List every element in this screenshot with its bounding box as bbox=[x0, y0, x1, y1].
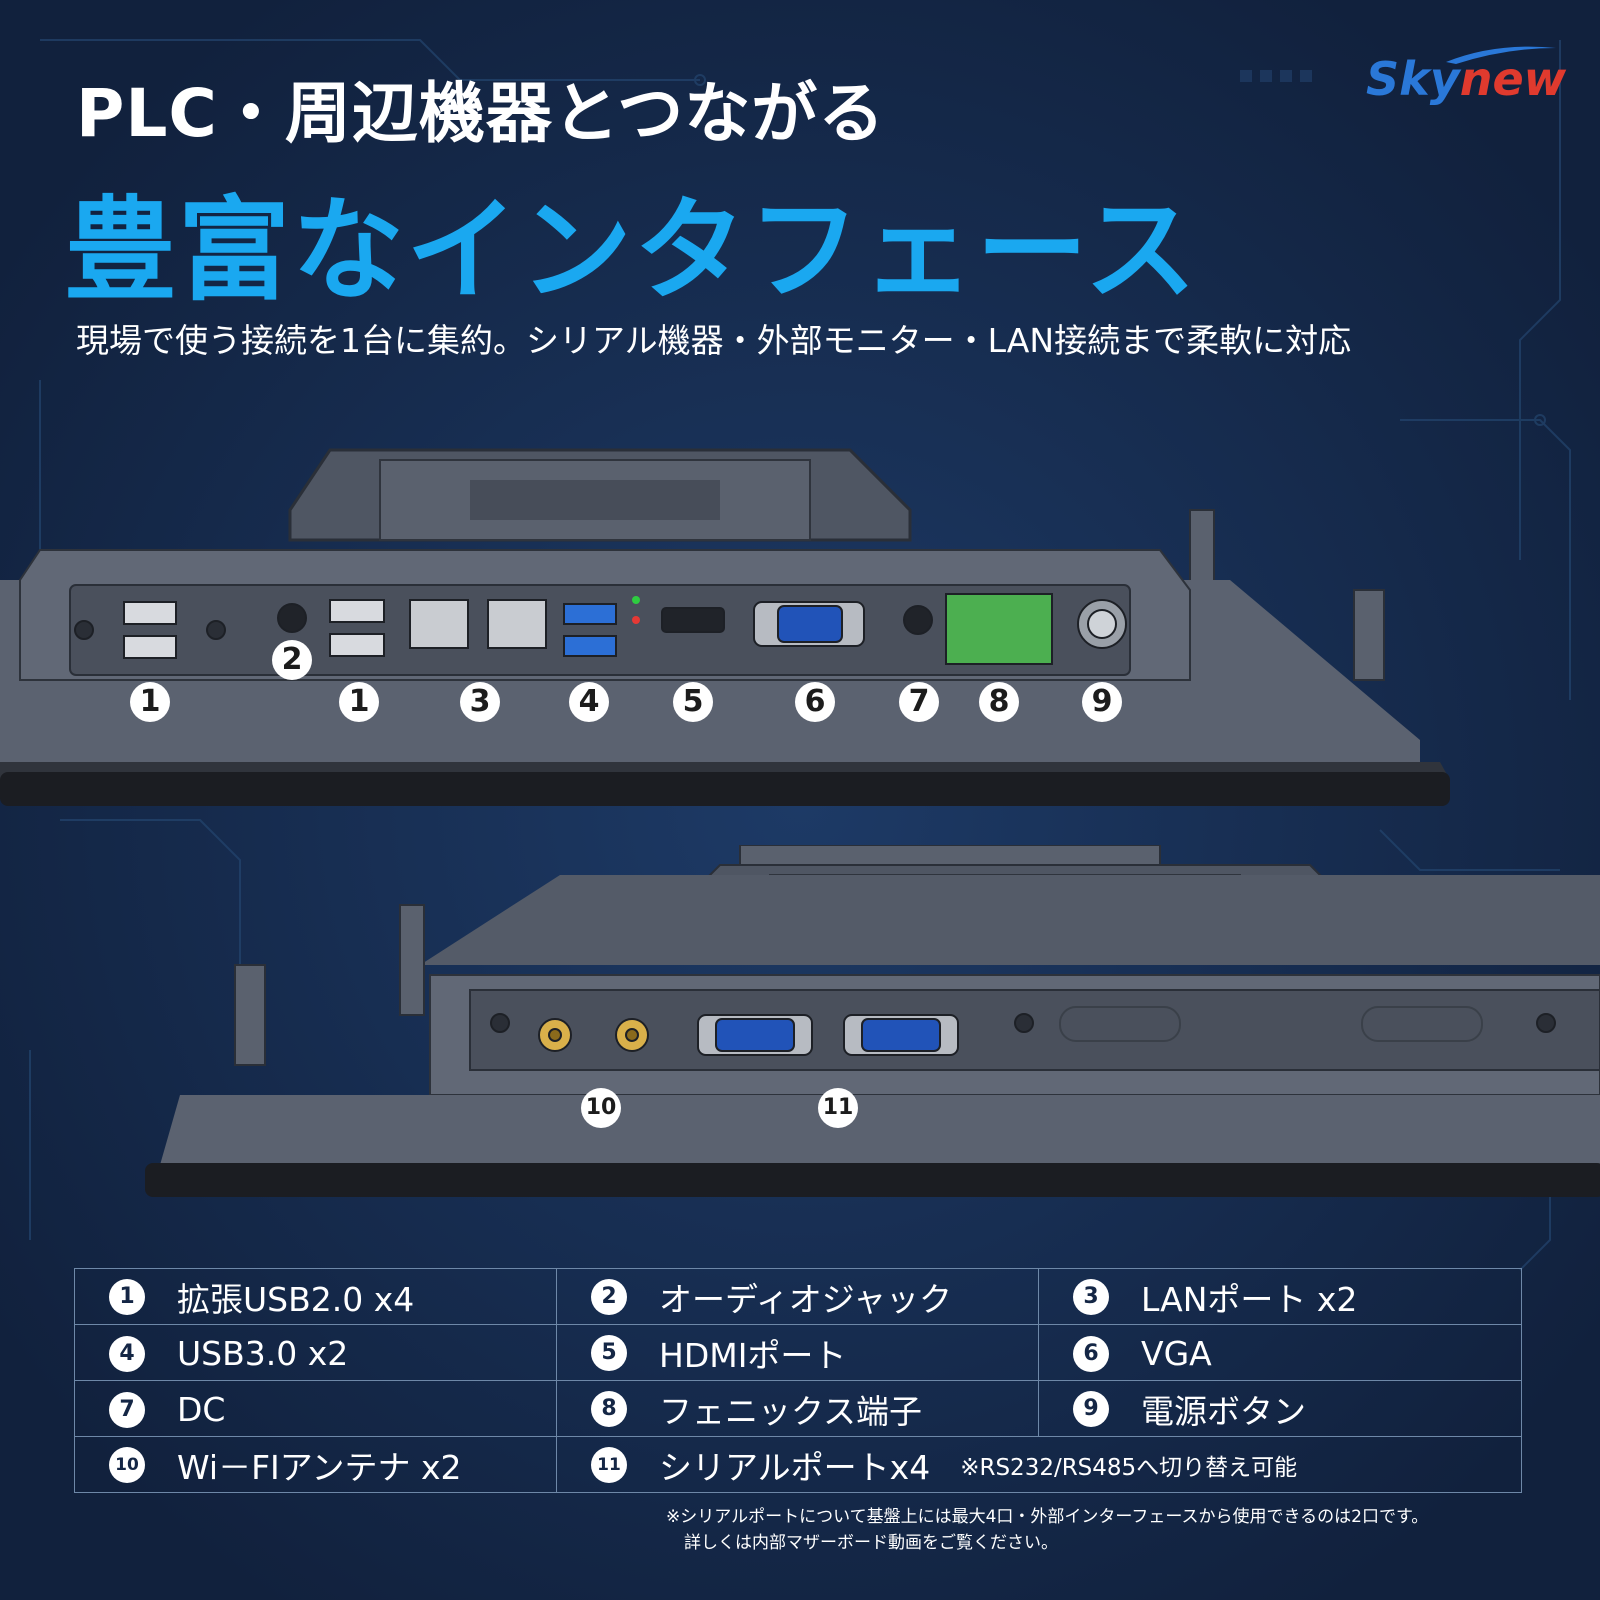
spec-table: 1 拡張USB2.0 x4 2 オーディオジャック 3 LANポート x2 4 USB3… bbox=[74, 1268, 1522, 1493]
headline-subline: 現場で使う接続を1台に集約。シリアル機器・外部モニター・LAN接続まで柔軟に対応 bbox=[76, 321, 1352, 360]
spec-cell: 2 オーディオジャック bbox=[556, 1268, 1039, 1325]
spec-label: LANポート x2 bbox=[1141, 1279, 1358, 1319]
callout-1a: 1 bbox=[130, 682, 170, 722]
spec-number-badge: 8 bbox=[591, 1390, 627, 1427]
headline-line1: PLC・周辺機器とつながる bbox=[76, 75, 886, 152]
callout-5: 5 bbox=[673, 682, 713, 722]
spec-label: USB3.0 x2 bbox=[177, 1334, 349, 1373]
table-row: 1 拡張USB2.0 x4 2 オーディオジャック 3 LANポート x2 bbox=[74, 1268, 1522, 1325]
skynew-logo: Skynew bbox=[1366, 44, 1566, 114]
spec-label: VGA bbox=[1141, 1334, 1212, 1373]
spec-cell: 8 フェニックス端子 bbox=[556, 1380, 1039, 1437]
spec-note: ※RS232/RS485へ切り替え可能 bbox=[960, 1454, 1298, 1481]
spec-number-badge: 4 bbox=[109, 1335, 145, 1372]
spec-cell: 10 Wi－FIアンテナ x2 bbox=[74, 1436, 557, 1493]
spec-label: フェニックス端子 bbox=[659, 1391, 923, 1431]
spec-label: DC bbox=[177, 1390, 226, 1429]
callout-11: 11 bbox=[818, 1088, 858, 1128]
callout-4: 4 bbox=[569, 682, 609, 722]
device-top-image bbox=[0, 448, 1450, 806]
spec-label: Wi－FIアンテナ x2 bbox=[177, 1447, 462, 1487]
spec-label: シリアルポートx4 bbox=[659, 1447, 931, 1487]
footnote-line2: 詳しくは内部マザーボード動画をご覧ください。 bbox=[684, 1533, 1058, 1553]
callout-8: 8 bbox=[979, 682, 1019, 722]
callout-9: 9 bbox=[1082, 682, 1122, 722]
callout-3: 3 bbox=[460, 682, 500, 722]
table-row: 4 USB3.0 x2 5 HDMIポート 6 VGA bbox=[74, 1324, 1522, 1381]
spec-number-badge: 11 bbox=[591, 1446, 627, 1483]
spec-number-badge: 5 bbox=[591, 1334, 627, 1371]
spec-label: 電源ボタン bbox=[1141, 1391, 1306, 1431]
spec-number-badge: 9 bbox=[1073, 1390, 1109, 1427]
logo-text: Skynew bbox=[1366, 52, 1567, 106]
spec-cell: 6 VGA bbox=[1038, 1324, 1522, 1381]
spec-label: オーディオジャック bbox=[659, 1279, 953, 1319]
spec-cell: 11 シリアルポートx4 ※RS232/RS485へ切り替え可能 bbox=[556, 1436, 1522, 1493]
headline-line2: 豊富なインタフェース bbox=[64, 186, 1199, 316]
spec-number-badge: 3 bbox=[1073, 1278, 1109, 1315]
spec-cell: 7 DC bbox=[74, 1380, 557, 1437]
spec-cell: 9 電源ボタン bbox=[1038, 1380, 1522, 1437]
spec-cell: 3 LANポート x2 bbox=[1038, 1268, 1522, 1325]
spec-number-badge: 7 bbox=[109, 1391, 145, 1428]
callout-6: 6 bbox=[795, 682, 835, 722]
spec-number-badge: 2 bbox=[591, 1278, 627, 1315]
spec-cell: 1 拡張USB2.0 x4 bbox=[74, 1268, 557, 1325]
footnote-line1: ※シリアルポートについて基盤上には最大4口・外部インターフェースから使用できるの… bbox=[666, 1507, 1429, 1527]
callout-10: 10 bbox=[581, 1088, 621, 1128]
spec-label: 拡張USB2.0 x4 bbox=[177, 1279, 415, 1319]
table-row: 10 Wi－FIアンテナ x2 11 シリアルポートx4 ※RS232/RS485へ切… bbox=[74, 1436, 1522, 1493]
callout-7: 7 bbox=[899, 682, 939, 722]
spec-number-badge: 6 bbox=[1073, 1335, 1109, 1372]
device-bottom-image bbox=[145, 845, 1600, 1197]
logo-swoosh-icon bbox=[1446, 46, 1556, 64]
table-row: 7 DC 8 フェニックス端子 9 電源ボタン bbox=[74, 1380, 1522, 1437]
spec-label: HDMIポート bbox=[659, 1335, 847, 1375]
footnote: ※シリアルポートについて基盤上には最大4口・外部インターフェースから使用できるの… bbox=[666, 1504, 1566, 1556]
callout-2: 2 bbox=[272, 640, 312, 680]
spec-cell: 5 HDMIポート bbox=[556, 1324, 1039, 1381]
spec-cell: 4 USB3.0 x2 bbox=[74, 1324, 557, 1381]
spec-number-badge: 1 bbox=[109, 1278, 145, 1315]
callout-1b: 1 bbox=[339, 682, 379, 722]
spec-number-badge: 10 bbox=[109, 1446, 145, 1483]
